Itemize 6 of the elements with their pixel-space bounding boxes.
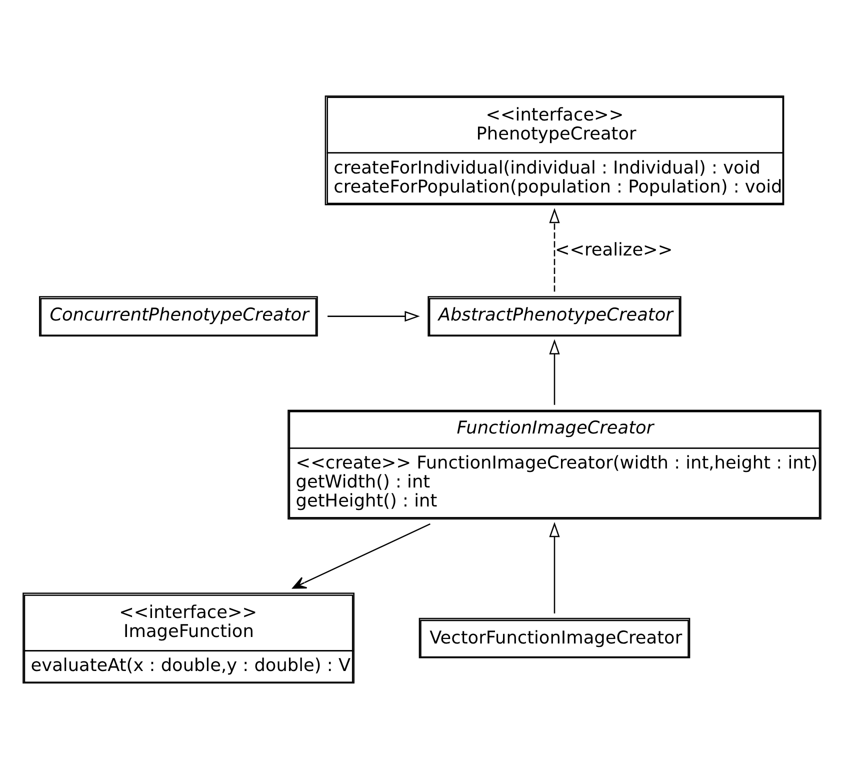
edge-label: <<realize>> (554, 240, 673, 260)
arrow (549, 522, 560, 614)
arrow (549, 208, 560, 292)
arrow (328, 311, 420, 322)
arrow (292, 523, 430, 589)
arrow (549, 339, 560, 405)
